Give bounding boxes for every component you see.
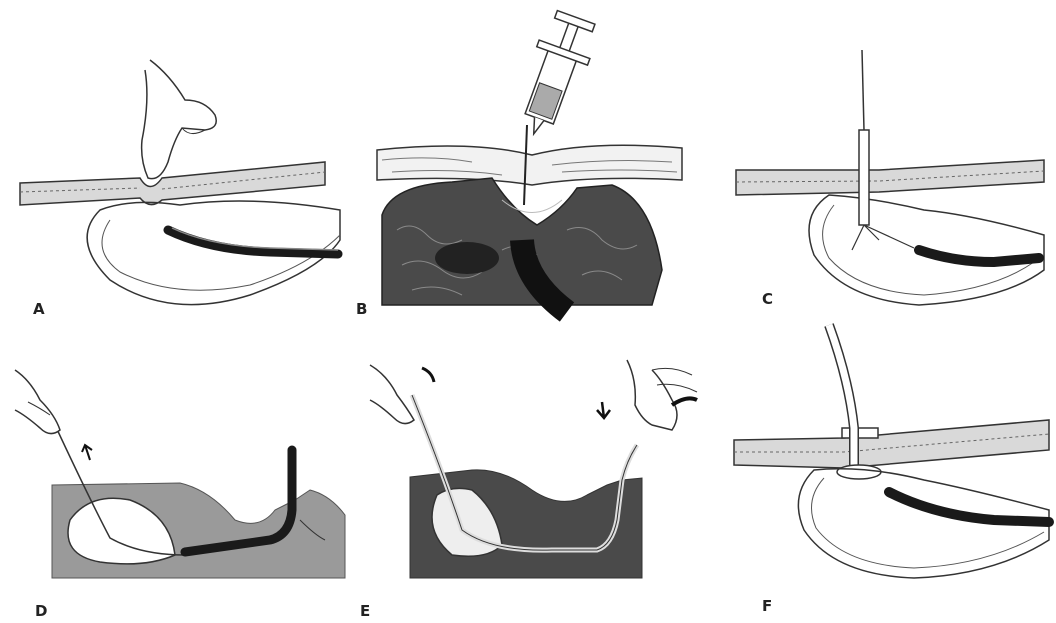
arrow-up-icon bbox=[422, 368, 434, 382]
panel-f: F bbox=[704, 320, 1056, 623]
abdominal-wall bbox=[20, 162, 325, 205]
internal-bolster bbox=[837, 465, 881, 479]
panel-f-illustration bbox=[704, 320, 1056, 623]
endoscope bbox=[168, 230, 338, 254]
panel-label-e: E bbox=[360, 602, 370, 620]
panel-b-illustration bbox=[352, 0, 704, 320]
panel-b: B bbox=[352, 0, 704, 320]
panel-label-f: F bbox=[762, 597, 772, 615]
abdominal-wall bbox=[736, 160, 1044, 195]
panel-a-illustration bbox=[0, 0, 352, 320]
panel-a: A bbox=[0, 0, 352, 320]
abdominal-wall bbox=[377, 145, 682, 185]
endoscope bbox=[919, 250, 1039, 262]
syringe-icon bbox=[508, 8, 601, 143]
panel-label-d: D bbox=[35, 602, 47, 620]
right-hand-icon bbox=[627, 360, 677, 430]
panel-c-illustration bbox=[704, 0, 1056, 320]
endoscope bbox=[889, 492, 1049, 522]
panel-label-c: C bbox=[762, 290, 773, 308]
external-bolster bbox=[842, 428, 878, 438]
finger-icon bbox=[142, 60, 217, 179]
arrow-icon bbox=[82, 445, 92, 460]
arrow-down-icon bbox=[597, 402, 610, 418]
hand-icon bbox=[15, 370, 60, 434]
guidewire bbox=[862, 50, 864, 130]
abdominal-wall bbox=[734, 420, 1049, 468]
panel-e: E bbox=[352, 320, 704, 623]
left-hand-icon bbox=[370, 365, 414, 424]
needle-sheath bbox=[859, 130, 869, 225]
panel-e-illustration bbox=[352, 320, 704, 623]
panel-c: C bbox=[704, 0, 1056, 320]
panel-d-illustration bbox=[0, 320, 352, 623]
panel-label-a: A bbox=[33, 300, 45, 318]
panel-d: D bbox=[0, 320, 352, 623]
panel-label-b: B bbox=[356, 300, 367, 318]
cavity bbox=[435, 242, 499, 274]
